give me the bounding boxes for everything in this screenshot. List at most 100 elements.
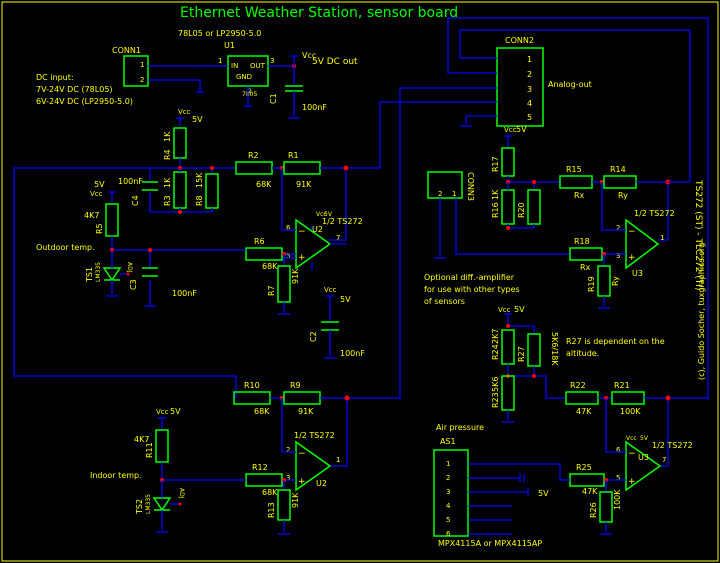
svg-text:5: 5: [446, 516, 450, 524]
svg-text:47K: 47K: [582, 487, 598, 496]
resistor-r11: [155, 429, 169, 463]
svg-text:C1: C1: [269, 93, 278, 104]
svg-text:1: 1: [336, 456, 340, 464]
resistor-r9: [283, 391, 321, 405]
svg-text:5: 5: [286, 252, 290, 260]
svg-text:1: 1: [452, 190, 456, 198]
svg-text:6: 6: [286, 224, 291, 232]
svg-text:91K: 91K: [298, 407, 314, 416]
svg-text:3: 3: [270, 57, 274, 65]
svg-text:R18: R18: [574, 237, 590, 246]
svg-text:7805: 7805: [242, 91, 257, 98]
svg-text:5V: 5V: [516, 125, 527, 134]
svg-text:LM335: LM335: [95, 262, 102, 282]
regulator-note: 78L05 or LP2950-5.0: [178, 29, 261, 38]
svg-text:R2: R2: [248, 151, 259, 160]
svg-text:100nF: 100nF: [340, 349, 365, 358]
svg-text:U3: U3: [638, 453, 649, 462]
svg-text:Vcc: Vcc: [302, 51, 316, 60]
svg-text:2K7: 2K7: [491, 329, 500, 344]
svg-text:Vcc: Vcc: [626, 435, 637, 442]
svg-text:7: 7: [336, 234, 340, 242]
resistor-r6: [245, 247, 283, 261]
svg-text:R3: R3: [163, 195, 172, 206]
svg-text:4: 4: [446, 502, 451, 510]
svg-text:1/2 TS272: 1/2 TS272: [652, 441, 693, 450]
svg-text:R25: R25: [576, 463, 592, 472]
svg-text:U2: U2: [316, 479, 327, 488]
svg-text:+: +: [628, 253, 636, 263]
svg-text:R24: R24: [491, 344, 500, 360]
svg-text:Ry: Ry: [618, 191, 628, 200]
svg-text:7: 7: [662, 456, 666, 464]
svg-text:1K: 1K: [491, 189, 500, 200]
svg-text:Optional diff.-amplifier: Optional diff.-amplifier: [424, 273, 515, 282]
svg-text:R12: R12: [252, 463, 268, 472]
svg-text:1: 1: [218, 57, 222, 65]
analog-out-label: Analog-out: [548, 80, 592, 89]
opamp-u3b: [625, 440, 662, 492]
svg-text:TS1: TS1: [85, 267, 94, 283]
svg-text:1: 1: [140, 61, 144, 69]
resistor-r16: [501, 189, 515, 225]
svg-text:47K: 47K: [576, 407, 592, 416]
svg-text:91K: 91K: [291, 492, 300, 508]
svg-text:R5: R5: [95, 223, 104, 234]
u1-ref: U1: [224, 41, 235, 50]
svg-text:GND: GND: [236, 73, 252, 81]
regulator-u1: [227, 55, 269, 87]
resistor-r4: [173, 127, 187, 159]
svg-text:Ry: Ry: [611, 276, 620, 286]
svg-text:100K: 100K: [620, 407, 641, 416]
svg-text:5: 5: [616, 474, 620, 482]
opamp-u2a: [295, 218, 332, 270]
svg-text:R17: R17: [491, 156, 500, 172]
svg-text:Vcc: Vcc: [156, 408, 169, 416]
vout-label: 5V DC out: [312, 57, 358, 67]
svg-text:1K: 1K: [163, 177, 172, 188]
svg-text:Vcc: Vcc: [178, 108, 191, 116]
svg-text:1/2 TS272: 1/2 TS272: [634, 209, 675, 218]
conn2-body: [496, 47, 544, 127]
svg-text:1: 1: [527, 55, 532, 64]
air-pressure-label: Air pressure: [436, 423, 484, 432]
svg-text:100nF: 100nF: [302, 103, 327, 112]
svg-text:+: +: [298, 477, 306, 487]
svg-text:U2: U2: [312, 225, 323, 234]
svg-text:68K: 68K: [262, 262, 278, 271]
sensor-ts1: [102, 267, 122, 282]
svg-text:5: 5: [527, 113, 532, 122]
resistor-r20: [527, 189, 541, 225]
svg-text:5V: 5V: [192, 115, 203, 124]
resistor-r24: [501, 329, 515, 365]
svg-text:−: −: [628, 227, 636, 237]
copyright: (c), Guido Socher, tuxgraphics.org: [697, 243, 706, 380]
resistor-r21: [611, 391, 645, 405]
svg-text:5V: 5V: [514, 305, 525, 314]
svg-text:altitude.: altitude.: [566, 349, 599, 358]
svg-text:4K7: 4K7: [84, 211, 99, 220]
svg-text:Vcc: Vcc: [90, 190, 103, 198]
svg-text:LM335: LM335: [145, 494, 152, 514]
resistor-r14: [603, 175, 637, 189]
svg-text:R22: R22: [570, 381, 586, 390]
resistor-r22: [565, 391, 599, 405]
svg-text:C2: C2: [309, 331, 318, 342]
pressure-sensor-part: MPX4115A or MPX4115AP: [438, 539, 542, 548]
svg-text:5V: 5V: [340, 295, 351, 304]
svg-text:R1: R1: [288, 151, 299, 160]
svg-text:7V-24V DC (78L05): 7V-24V DC (78L05): [36, 85, 113, 94]
svg-text:R13: R13: [267, 502, 276, 518]
sensor-ts2: [152, 497, 172, 512]
svg-text:R16: R16: [491, 202, 500, 218]
conn1-ref: CONN1: [112, 46, 141, 55]
svg-text:OUT: OUT: [250, 62, 266, 70]
resistor-r12: [245, 473, 283, 487]
svg-text:R9: R9: [290, 381, 301, 390]
svg-text:R23: R23: [491, 392, 500, 408]
svg-text:C4: C4: [131, 195, 140, 206]
conn3-body: [427, 171, 463, 199]
resistor-r10: [233, 391, 271, 405]
